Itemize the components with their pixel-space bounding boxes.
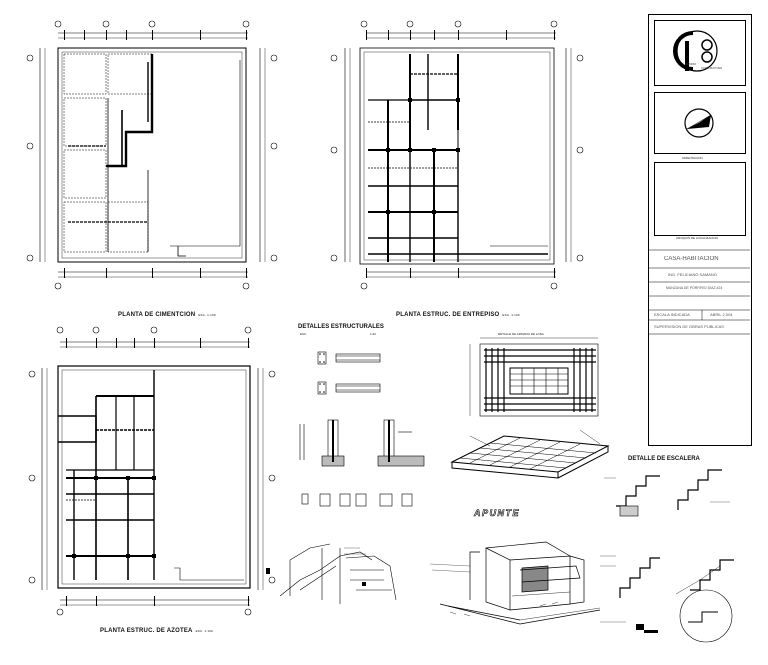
owner-name: ING. FELICIANO SAMANO <box>668 272 717 277</box>
details-esc-value: 1:20 <box>370 332 376 336</box>
logo-box: ESTUDIO CONSTRUCTORA <box>654 20 746 86</box>
logo-text-1: ESTUDIO <box>685 63 697 66</box>
north-label: ORIENTACION <box>682 156 703 160</box>
north-arrow-box <box>654 92 746 154</box>
structural-details-title: DETALLES ESTRUCTURALES <box>298 324 384 330</box>
stair-detail-title: DETALLE DE ESCALERA <box>628 456 700 462</box>
slab-detail-caption: DETALLE DE ARMADO DE LOSA <box>498 332 544 336</box>
details-esc-label: ESC. <box>300 332 308 336</box>
north-arrow-icon <box>684 108 714 138</box>
address: MANZANA DE PORFIRIO DIAZ #24 <box>666 286 723 290</box>
agency-field: SUPERVISION DE OBRAS PUBLICAS <box>654 324 724 329</box>
location-label: CROQUIS DE LOCALIZACION <box>676 236 718 240</box>
company-logo-icon <box>673 30 718 72</box>
scale-field: ESCALA INDICADA <box>654 312 690 317</box>
date-field: ABRIL 2.004 <box>710 312 733 317</box>
project-name: CASA-HABITACION <box>664 256 719 262</box>
location-sketch-box <box>654 162 746 236</box>
apunte-label: APUNTE <box>474 508 521 519</box>
logo-text-2: CONSTRUCTORA <box>701 67 723 70</box>
